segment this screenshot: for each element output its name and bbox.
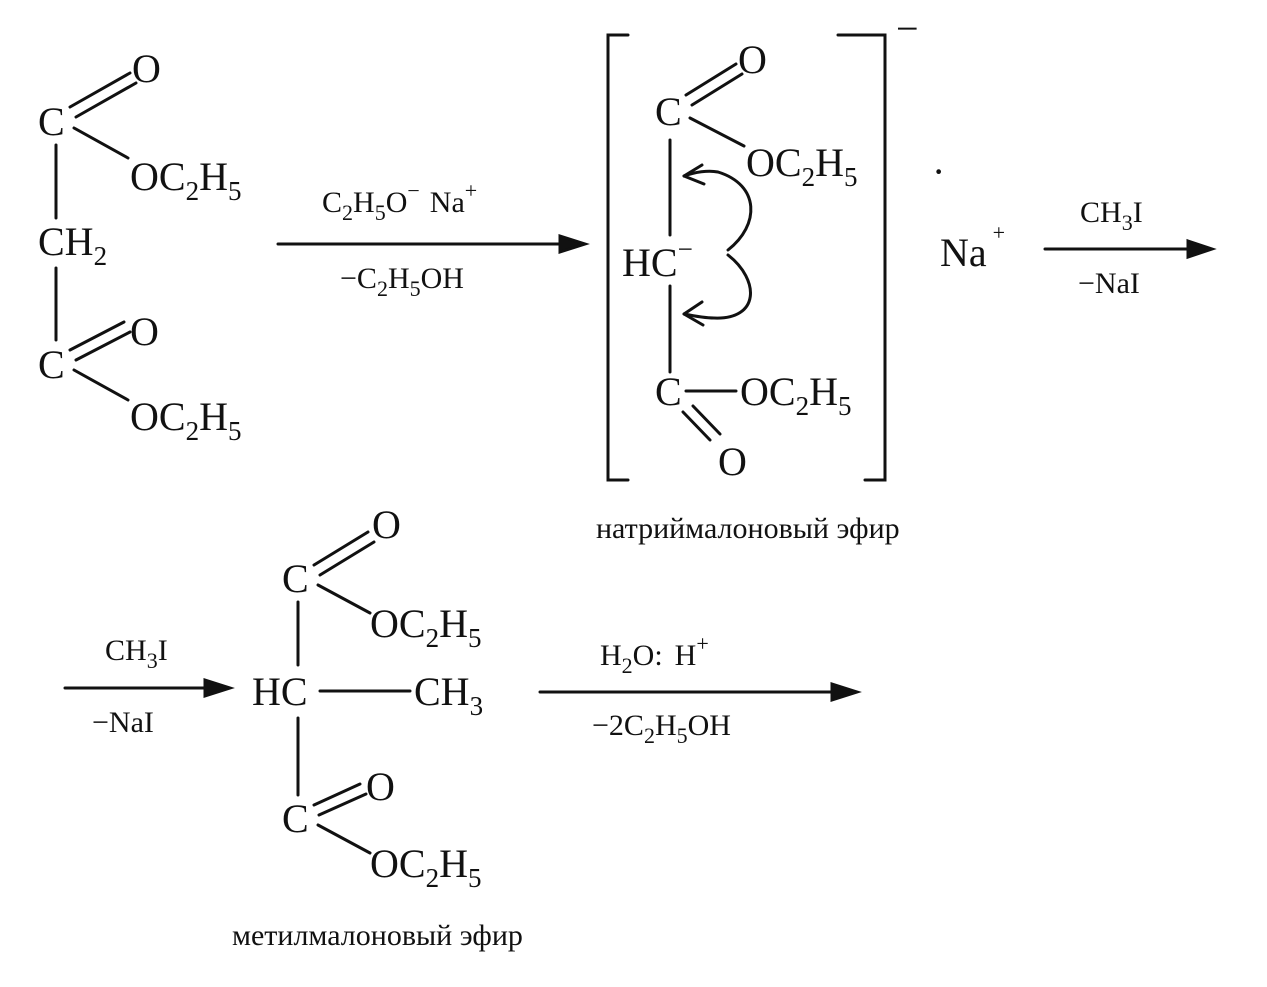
product-top-carbon: C bbox=[282, 556, 309, 601]
reactant-bottom-carbon: C bbox=[38, 342, 65, 387]
reactant-methylene: CH2 bbox=[38, 219, 107, 271]
product-bottom-ester-group: OC2H5 bbox=[370, 841, 481, 893]
intermediate-bottom-double-bond-b bbox=[691, 404, 722, 436]
product-bottom-double-bond-a bbox=[312, 782, 362, 807]
intermediate-dot: · bbox=[932, 149, 945, 194]
intermediate-top-carbon: C bbox=[655, 89, 682, 134]
intermediate-charge: − bbox=[896, 6, 919, 51]
step3-reagent-above: H2O:H+ bbox=[600, 631, 709, 678]
reactant-bottom-carbonyl-oxygen: O bbox=[130, 309, 159, 354]
reactant-bottom-double-bond-b bbox=[74, 330, 132, 362]
reactant-top-carbon: C bbox=[38, 99, 65, 144]
step2-repeat-byproduct-below: −NaI bbox=[92, 706, 154, 739]
step2-repeat-reagent-above: CH3I bbox=[105, 634, 168, 673]
electron-arrow-up-head-icon bbox=[682, 163, 706, 186]
intermediate-top-double-bond-a bbox=[684, 62, 738, 97]
step2-repeat-arrow-head bbox=[203, 677, 235, 699]
product-bottom-carbonyl-oxygen: O bbox=[366, 764, 395, 809]
sodium-counterion: Na+ bbox=[940, 220, 1005, 275]
reactant-bottom-double-bond-a bbox=[68, 320, 126, 352]
product-methine: HC bbox=[252, 669, 308, 714]
product-top-double-bond-a bbox=[312, 530, 370, 567]
product-top-ester-bond bbox=[316, 583, 372, 615]
product-top-ester-group: OC2H5 bbox=[370, 601, 481, 653]
electron-arrow-down-head-icon bbox=[682, 300, 705, 327]
product-top-double-bond-b bbox=[318, 540, 376, 577]
step2-byproduct-below: −NaI bbox=[1078, 267, 1140, 300]
intermediate-name-label: натриймалоновый эфир bbox=[596, 512, 900, 545]
intermediate-top-double-bond-b bbox=[690, 72, 744, 107]
reactant-top-ester-bond bbox=[72, 126, 130, 160]
reactant-top-ester-group: OC2H5 bbox=[130, 154, 241, 206]
product-bottom-double-bond-b bbox=[317, 792, 368, 817]
reactant-bottom-ester-group: OC2H5 bbox=[130, 394, 241, 446]
product-bottom-ester-bond bbox=[316, 823, 372, 855]
intermediate-top-carbonyl-oxygen: O bbox=[738, 37, 767, 82]
intermediate-bottom-carbonyl-oxygen: O bbox=[718, 439, 747, 484]
step2-repeat-arrow-group: CH3I −NaI bbox=[63, 634, 235, 739]
reactant-diethyl-malonate: C O OC2H5 CH2 C O OC2H5 bbox=[38, 46, 241, 446]
step1-arrow-group: C2H5O−Na+ −C2H5OH bbox=[276, 178, 590, 301]
reactant-bottom-ester-bond bbox=[72, 368, 130, 402]
step1-byproduct-below: −C2H5OH bbox=[340, 262, 464, 301]
step1-arrow-head bbox=[558, 233, 590, 255]
step2-arrow-head bbox=[1186, 238, 1217, 260]
intermediate-carbanion: HC− bbox=[622, 234, 693, 285]
product-bottom-carbon: C bbox=[282, 796, 309, 841]
step3-byproduct-below: −2C2H5OH bbox=[592, 709, 731, 748]
reactant-top-carbonyl-oxygen: O bbox=[132, 46, 161, 91]
step3-arrow-head bbox=[830, 681, 862, 703]
step1-reagent-above: C2H5O−Na+ bbox=[322, 178, 477, 225]
reactant-top-double-bond-b bbox=[74, 81, 138, 119]
intermediate-top-ester-bond bbox=[688, 116, 746, 148]
electron-arrow-up bbox=[682, 169, 753, 252]
intermediate-top-ester-group: OC2H5 bbox=[746, 140, 857, 192]
intermediate-bottom-double-bond-a bbox=[681, 410, 712, 442]
electron-arrow-down bbox=[682, 253, 752, 320]
product-name-label: метилмалоновый эфир bbox=[232, 919, 523, 952]
step3-arrow-group: H2O:H+ −2C2H5OH bbox=[538, 631, 862, 748]
intermediate-bottom-ester-group: OC2H5 bbox=[740, 369, 851, 421]
step2-arrow-group: CH3I −NaI bbox=[1043, 196, 1217, 300]
intermediate-sodium-malonic-ester: − C O OC2H5 HC− C OC2H5 O · Na+ натрийма… bbox=[596, 6, 1005, 545]
intermediate-bottom-carbon: C bbox=[655, 369, 682, 414]
product-methyl-group: CH3 bbox=[414, 669, 483, 721]
product-top-carbonyl-oxygen: O bbox=[372, 502, 401, 547]
step2-reagent-above: CH3I bbox=[1080, 196, 1143, 235]
product-methylmalonic-ester: C O OC2H5 HC CH3 C O OC2H5 метилмалоновы… bbox=[232, 502, 523, 952]
left-square-bracket bbox=[606, 33, 630, 482]
right-square-bracket bbox=[836, 33, 887, 482]
reactant-top-double-bond-a bbox=[68, 71, 132, 109]
